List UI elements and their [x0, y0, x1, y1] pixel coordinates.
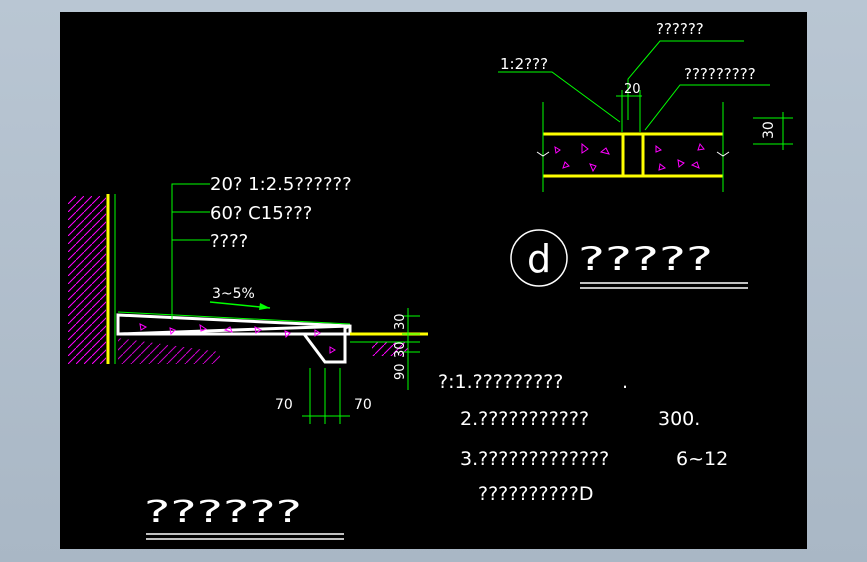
note-line-2-end: 300. — [658, 408, 700, 430]
dim-90: 90 — [393, 363, 408, 380]
cad-viewport[interactable]: ?????? 1:2??? ????????? 20 30 d ????? — [60, 12, 807, 549]
layer-3-label: ???? — [210, 231, 248, 252]
layer-1-label: 20? 1:2.5?????? — [210, 174, 352, 195]
detail-title: ????? — [578, 240, 713, 278]
dim-30-upper: 30 — [393, 313, 408, 330]
dim-70-right: 70 — [354, 397, 372, 413]
detail-letter: d — [527, 237, 551, 281]
slope-label: 3~5% — [212, 286, 255, 302]
detail-marker: d ????? — [510, 229, 748, 289]
note-line-2: 2.??????????? — [460, 408, 589, 430]
leader-left — [498, 71, 621, 123]
note-line-1: ?:1.????????? — [438, 371, 563, 393]
dim-70-left: 70 — [275, 397, 293, 413]
label-left: 1:2??? — [500, 55, 548, 73]
dim-gap: 20 — [624, 82, 641, 97]
label-top: ?????? — [656, 20, 704, 38]
leader-top — [627, 40, 744, 120]
dim-30-lower: 30 — [393, 341, 408, 358]
cad-drawing: ?????? 1:2??? ????????? 20 30 d ????? — [68, 20, 793, 540]
notes: ?:1.????????? . 2.??????????? 300. 3.???… — [438, 371, 728, 505]
note-line-1-end: . — [622, 371, 628, 393]
leader-right — [644, 84, 770, 131]
apron-section: 20? 1:2.5?????? 60? C15??? ???? 3~5% 30 … — [68, 174, 428, 540]
note-line-3: 3.????????????? — [460, 448, 609, 470]
layer-2-label: 60? C15??? — [210, 203, 312, 224]
dim-height: 30 — [761, 121, 777, 139]
note-line-3-end: 6~12 — [676, 448, 728, 470]
joint-detail: ?????? 1:2??? ????????? 20 30 — [498, 20, 793, 192]
detail-circle-icon — [510, 229, 568, 287]
note-line-4: ??????????D — [478, 483, 593, 505]
label-right: ????????? — [684, 65, 756, 83]
section-title: ?????? — [144, 495, 302, 530]
